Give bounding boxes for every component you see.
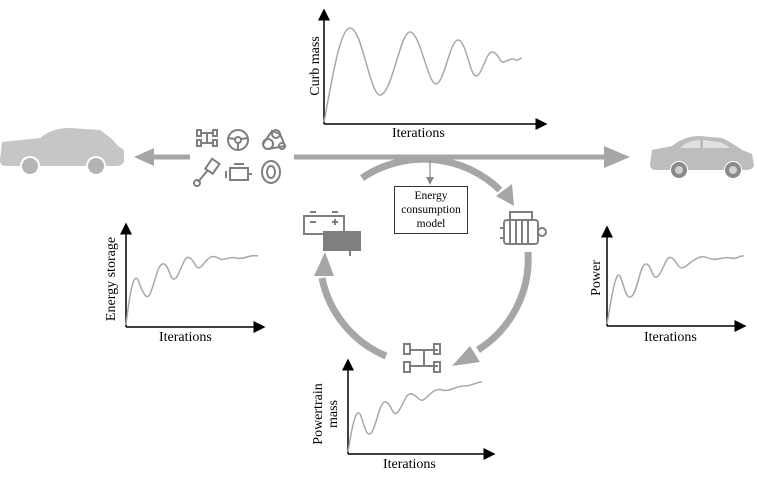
battery-icon — [303, 211, 361, 256]
power-ylabel: Power — [589, 260, 604, 296]
tire-icon — [261, 160, 281, 184]
chart-powertrain-mass — [342, 358, 496, 460]
powertrain-mass-ylabel-line2: mass — [325, 400, 341, 428]
piston-icon — [193, 157, 221, 187]
power-xlabel: Iterations — [644, 330, 697, 345]
model-box-line1: Energy — [414, 190, 448, 202]
loop-arc-right — [476, 251, 532, 353]
engine-icon — [225, 163, 252, 181]
chart-energy-storage — [120, 222, 266, 333]
curb-mass-curve — [323, 27, 523, 123]
input-arrow — [134, 148, 190, 166]
steering-wheel-icon — [227, 129, 249, 151]
powertrain-mass-curve — [347, 381, 483, 453]
model-input-arrow — [426, 160, 434, 185]
powertrain-mass-ylabel: Powertrain mass — [311, 376, 344, 452]
loop-arc-bottom-left — [318, 277, 388, 360]
loop-arrowhead-drivetrain — [452, 346, 480, 366]
iteration-loop — [318, 155, 532, 360]
curb-mass-xlabel: Iterations — [392, 126, 445, 141]
model-box-line3: model — [416, 218, 446, 230]
loop-arc-top-right — [360, 155, 503, 193]
chart-curb-mass — [318, 8, 548, 130]
curb-mass-ylabel: Curb mass — [308, 36, 323, 96]
chassis-icon — [196, 129, 218, 147]
energy-consumption-model-box: Energy consumption model — [394, 186, 468, 234]
loop-arrowhead-battery — [314, 252, 334, 276]
powertrain-mass-xlabel: Iterations — [383, 457, 436, 472]
loop-arrowhead-engine — [496, 184, 514, 206]
energy-storage-curve — [125, 254, 259, 326]
car-outline-icon — [0, 128, 124, 174]
energy-storage-ylabel: Energy storage — [104, 236, 119, 322]
energy-storage-xlabel: Iterations — [159, 330, 212, 345]
car-detailed-icon — [650, 136, 754, 178]
model-box-line2: consumption — [401, 204, 461, 216]
chart-power — [601, 225, 747, 332]
main-flow-arrow — [294, 146, 630, 168]
belt-drive-icon — [262, 129, 287, 150]
powertrain-mass-ylabel-line1: Powertrain — [311, 383, 326, 445]
power-curve — [606, 255, 745, 325]
drivetrain-icon — [403, 343, 441, 373]
motor-icon — [500, 211, 547, 245]
